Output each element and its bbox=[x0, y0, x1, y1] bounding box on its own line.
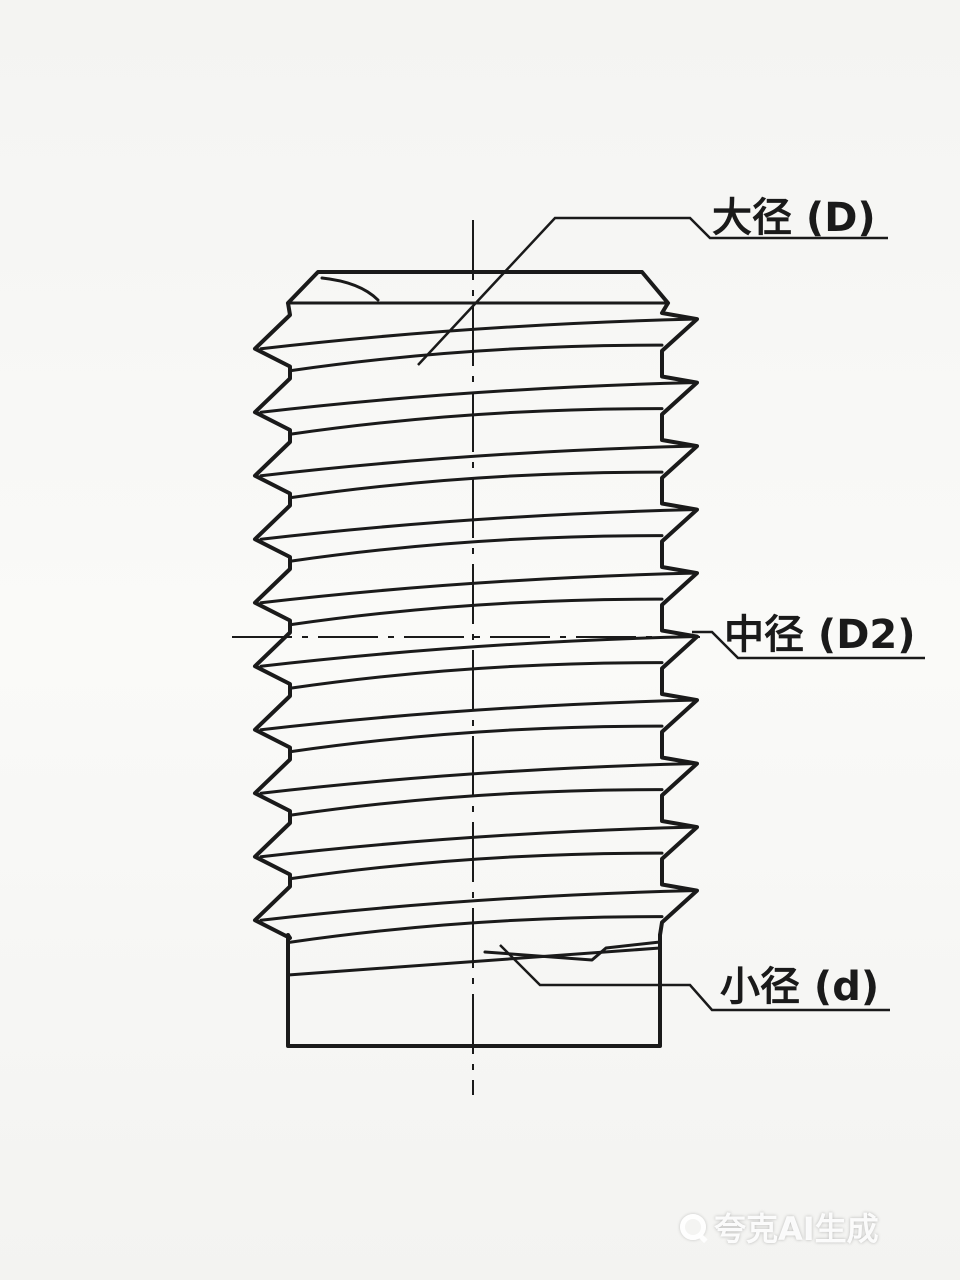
pitch-leader bbox=[692, 630, 925, 660]
thread-root-line bbox=[288, 851, 664, 881]
major-leader bbox=[417, 216, 888, 366]
chamfer-curve bbox=[320, 276, 380, 302]
thread-root-line bbox=[288, 915, 664, 944]
thread-helix-lines bbox=[259, 317, 695, 944]
minor-line bbox=[483, 940, 662, 962]
top-chamfer bbox=[286, 270, 670, 305]
thread-root-line bbox=[288, 661, 664, 690]
right-thread-teeth bbox=[658, 301, 699, 936]
search-icon bbox=[680, 1214, 706, 1240]
left-thread-teeth bbox=[253, 302, 292, 940]
thread-root-line bbox=[288, 724, 664, 754]
thread-root-line bbox=[288, 534, 664, 563]
watermark: 夸克AI生成 bbox=[680, 1204, 879, 1250]
thread-crest-line bbox=[259, 698, 695, 732]
thread-root-line bbox=[288, 788, 664, 817]
thread-crest-line bbox=[259, 444, 695, 478]
thread-root-line bbox=[288, 343, 664, 373]
minor-leader bbox=[499, 944, 890, 1012]
watermark-text: 夸克AI生成 bbox=[714, 1210, 879, 1248]
major-diameter-label: 大径 (D) bbox=[712, 195, 876, 241]
right-thread-profile bbox=[658, 301, 699, 936]
thread-crest-line bbox=[259, 635, 695, 668]
thread-root-line bbox=[288, 407, 664, 436]
minor-diameter-label: 小径 (d) bbox=[720, 964, 880, 1010]
thread-root-line bbox=[288, 597, 664, 627]
thread-crest-line bbox=[259, 889, 695, 922]
left-thread-profile bbox=[253, 302, 292, 940]
pitch-diameter-label: 中径 (D2) bbox=[724, 612, 916, 658]
threaded-rod bbox=[286, 270, 670, 1048]
thread-root-line bbox=[288, 470, 664, 500]
